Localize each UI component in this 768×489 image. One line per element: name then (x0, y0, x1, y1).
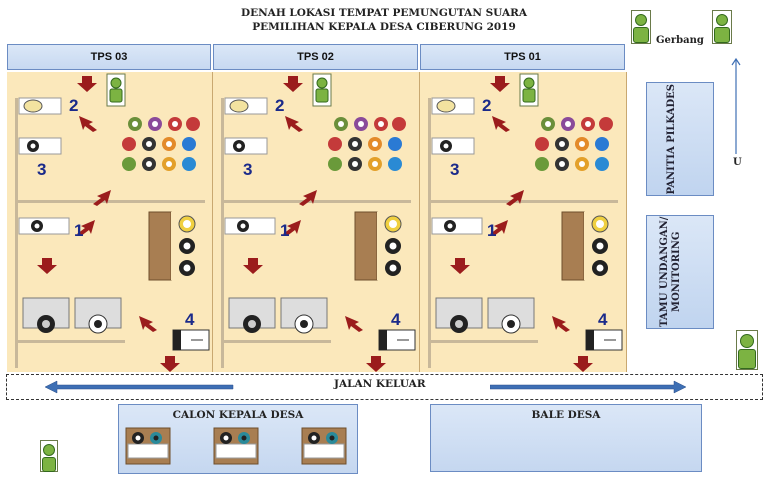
tps-01-header: TPS 01 (420, 44, 625, 70)
guest-monitoring-room: TAMU UNDANGAN/ MONITORING (646, 215, 714, 329)
candidate-seat (213, 427, 259, 465)
map-subtitle: PEMILIHAN KEPALA DESA CIBERUNG 2019 (252, 21, 516, 33)
village-hall-label: BALE DESA (531, 409, 601, 421)
panitia-room: PANITIA PILKADES (646, 82, 714, 196)
station-2-label: 2 (482, 96, 492, 115)
exit-label: JALAN KELUAR (334, 378, 426, 390)
tps-03-header: TPS 03 (7, 44, 211, 70)
guard-icon (40, 440, 58, 472)
village-hall: BALE DESA (430, 404, 702, 472)
exit-arrow-right-icon (490, 380, 687, 394)
station-4-label: 4 (185, 310, 195, 329)
station-2-label: 2 (275, 96, 285, 115)
station-1-label: 1 (280, 221, 290, 240)
station-2-label: 2 (69, 96, 79, 115)
station-4-label: 4 (391, 310, 401, 329)
compass-label: U (733, 157, 742, 168)
gate-guard-icon (712, 10, 732, 44)
polling-room-layout (0, 72, 630, 372)
gate-label: Gerbang (656, 35, 704, 46)
station-1-label: 1 (487, 221, 497, 240)
station-3-label: 3 (37, 160, 47, 179)
station-3-label: 3 (450, 160, 460, 179)
tps-02-header: TPS 02 (213, 44, 418, 70)
panitia-label: PANITIA PILKADES (666, 83, 677, 195)
station-1-label: 1 (74, 221, 84, 240)
station-4-label: 4 (598, 310, 608, 329)
gate-guard-icon (631, 10, 651, 44)
candidate-seats (125, 427, 347, 465)
guest-monitoring-label: TAMU UNDANGAN/ MONITORING (659, 216, 682, 328)
candidate-area-label: CALON KEPALA DESA (172, 409, 304, 421)
candidate-seat (301, 427, 347, 465)
station-3-label: 3 (243, 160, 253, 179)
north-arrow-icon (731, 57, 741, 154)
candidate-seat (125, 427, 171, 465)
exit-arrow-left-icon (45, 380, 234, 394)
exit-guard-icon (736, 330, 758, 370)
map-title: DENAH LOKASI TEMPAT PEMUNGUTAN SUARA (240, 7, 528, 19)
